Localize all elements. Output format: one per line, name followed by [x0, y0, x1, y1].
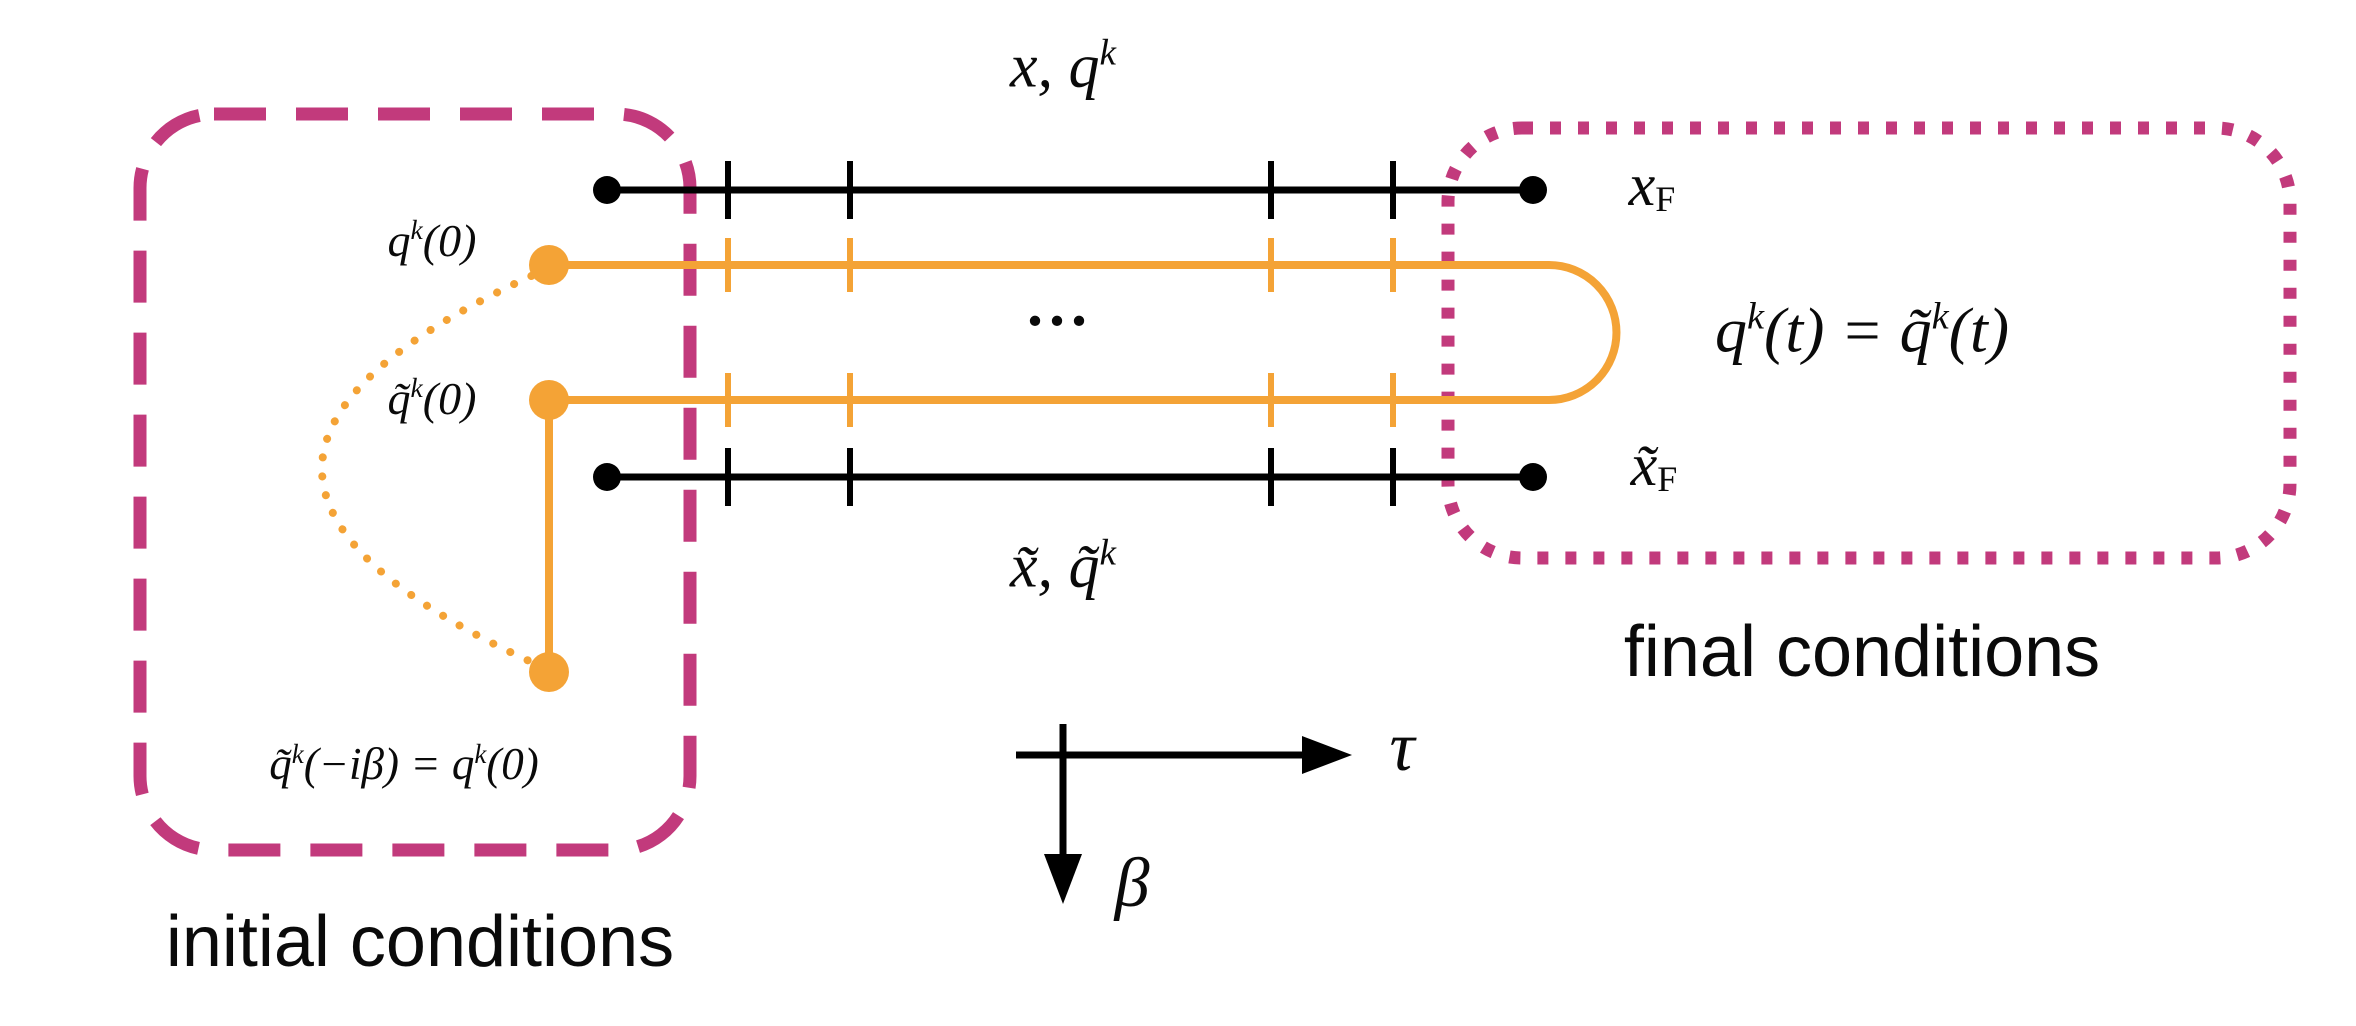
beta-axis-label: β	[1114, 845, 1150, 922]
x-final-label: xF	[1628, 151, 1676, 220]
x-tilde-final-label: x̃F	[1630, 431, 1678, 500]
q-tilde-initial-dot	[529, 380, 569, 420]
endpoint-dot	[1519, 176, 1547, 204]
endpoint-dot	[1519, 463, 1547, 491]
final-condition-equation: qk(t) = q̃k(t)	[1714, 294, 2010, 366]
q-contour-path	[318, 238, 1621, 692]
x-tilde-contour-line	[593, 448, 1547, 506]
top-contour-label: x, qk	[1009, 32, 1117, 101]
final-conditions-caption: final conditions	[1623, 612, 2101, 692]
thermal-dotted-curve	[318, 264, 553, 674]
axes	[1016, 724, 1352, 904]
ellipsis-label: ...	[1027, 268, 1093, 339]
endpoint-dot	[593, 463, 621, 491]
beta-arrowhead-icon	[1044, 854, 1082, 904]
x-contour-line	[593, 161, 1547, 219]
thermal-endpoint-dot	[529, 652, 569, 692]
q-tilde-initial-label: q̃k(0)	[387, 372, 477, 424]
initial-condition-equation: q̃k(−iβ) = qk(0)	[269, 738, 539, 790]
initial-conditions-box	[133, 107, 697, 857]
endpoint-dot	[593, 176, 621, 204]
tau-axis-label: τ	[1389, 709, 1415, 786]
bottom-contour-label: x̃, q̃k	[1009, 532, 1117, 601]
q-initial-dot	[529, 245, 569, 285]
q-initial-label: qk(0)	[387, 214, 477, 266]
final-conditions-box	[1441, 121, 2297, 565]
initial-conditions-caption: initial conditions	[165, 902, 675, 982]
tau-arrowhead-icon	[1302, 736, 1352, 774]
forward-backward-contour	[549, 261, 1621, 404]
